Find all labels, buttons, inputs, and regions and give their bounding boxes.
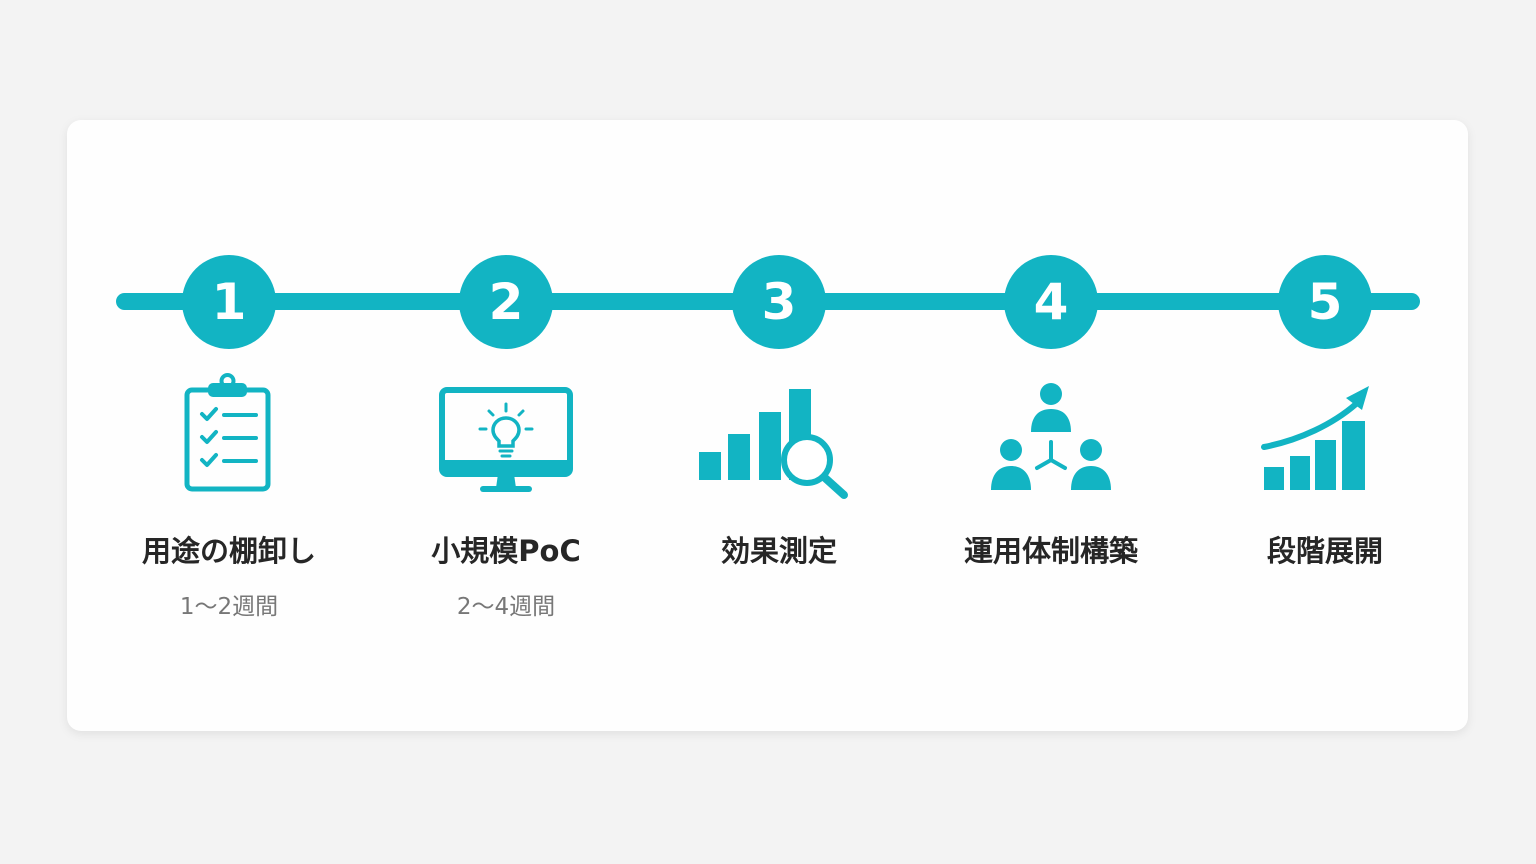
team-network-icon [971,372,1131,502]
clipboard-checklist-icon [149,372,309,502]
step-title: 段階展開 [1266,534,1383,568]
step-title: 小規模PoC [431,534,581,568]
step-duration: 2〜4週間 [456,594,556,620]
step-title: 効果測定 [720,534,837,568]
step-number-badge: 1 [182,255,276,349]
bar-chart-magnifier-icon [699,372,859,502]
step-number-badge: 2 [459,255,553,349]
growth-chart-arrow-icon [1245,372,1405,502]
step-number-badge: 4 [1004,255,1098,349]
monitor-lightbulb-icon [426,372,586,502]
step-number-badge: 3 [732,255,826,349]
step-title: 運用体制構築 [963,534,1138,568]
step-duration: 1〜2週間 [179,594,279,620]
step-number-badge: 5 [1278,255,1372,349]
step-title: 用途の棚卸し [141,534,316,568]
